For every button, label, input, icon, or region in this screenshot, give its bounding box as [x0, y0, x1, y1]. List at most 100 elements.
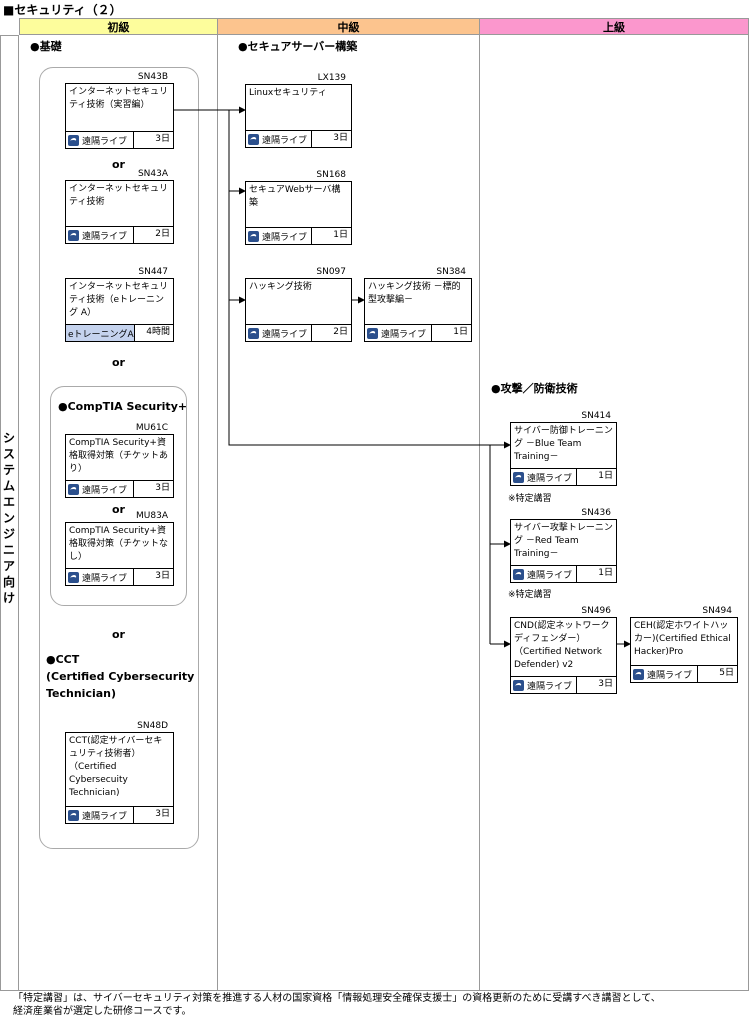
side-label-char: エ — [2, 495, 15, 509]
side-label-char: ス — [2, 447, 15, 461]
course-format: 遠隔ライブ — [647, 670, 693, 681]
course-code: SN414 — [581, 411, 611, 421]
remote-live-icon — [513, 679, 524, 691]
course-format: 遠隔ライブ — [262, 232, 308, 243]
course-duration: 2日 — [333, 327, 348, 337]
course-duration: 3日 — [598, 679, 613, 689]
course-format: 遠隔ライブ — [82, 485, 128, 496]
course-title: サイバー攻撃トレーニング －Red Team Training－ — [514, 523, 613, 559]
course-code: SN43A — [137, 169, 168, 179]
course-card-sn496[interactable]: CND(認定ネットワークディフェンダー）（Certified Network D… — [510, 617, 617, 694]
course-title: インターネットセキュリティ技術 — [69, 184, 169, 207]
basics-group — [39, 67, 199, 849]
course-code: SN168 — [316, 170, 346, 180]
course-format: 遠隔ライブ — [262, 329, 308, 340]
special-course-note: ※特定講習 — [508, 590, 552, 600]
or-label: or — [112, 158, 125, 171]
course-format: 遠隔ライブ — [82, 136, 128, 147]
remote-live-icon — [513, 471, 524, 483]
course-title: CND(認定ネットワークディフェンダー）（Certified Network D… — [514, 621, 610, 670]
course-card-sn097[interactable]: ハッキング技術 遠隔ライブ 2日 — [245, 278, 352, 342]
course-card-sn494[interactable]: CEH(認定ホワイトハッカー)(Certified Ethical Hacker… — [630, 617, 738, 683]
course-title: ハッキング技術 －標的型攻撃編－ — [368, 282, 461, 305]
course-title: ハッキング技術 — [249, 282, 312, 292]
header-basic: 初級 — [19, 18, 218, 35]
remote-live-icon — [248, 327, 259, 339]
course-title: インターネットセキュリティ技術（実習編） — [69, 87, 169, 110]
course-duration: 2日 — [155, 229, 170, 239]
column-divider — [217, 35, 218, 991]
or-label: or — [112, 356, 125, 369]
course-card-sn168[interactable]: セキュアWebサーバ構築 遠隔ライブ 1日 — [245, 181, 352, 245]
side-label: システムエンジニア向け — [1, 430, 17, 606]
footnote: 「特定講習」は、サイバーセキュリティ対策を推進する人材の国家資格「情報処理安全確… — [13, 993, 661, 1017]
course-duration: 1日 — [598, 471, 613, 481]
course-duration: 1日 — [598, 568, 613, 578]
page-title: ■セキュリティ（２） — [3, 3, 122, 17]
grid-bottom-line — [19, 990, 749, 991]
course-code: SN496 — [581, 606, 611, 616]
course-duration: 3日 — [155, 809, 170, 819]
side-label-char: ア — [2, 559, 15, 573]
course-format: eトレーニングA — [66, 325, 135, 341]
course-format: 遠隔ライブ — [262, 135, 308, 146]
side-label-char: ン — [2, 511, 15, 525]
course-format: 遠隔ライブ — [82, 573, 128, 584]
section-attack-defense: ●攻撃／防衛技術 — [491, 382, 578, 395]
course-title: CCT(認定サイバーセキュリティ技術者）（Certified Cybersecu… — [69, 736, 163, 798]
section-kiso: ●基礎 — [30, 40, 62, 53]
course-code: SN097 — [316, 267, 346, 277]
section-secure-server: ●セキュアサーバー構築 — [238, 40, 358, 53]
course-duration: 1日 — [453, 327, 468, 337]
remote-live-icon — [68, 229, 79, 241]
course-card-sn436[interactable]: サイバー攻撃トレーニング －Red Team Training－ 遠隔ライブ 1日 — [510, 519, 617, 583]
course-code: MU61C — [135, 423, 168, 433]
comptia-group — [50, 386, 187, 606]
special-course-note: ※特定講習 — [508, 494, 552, 504]
side-label-char: テ — [2, 463, 15, 477]
header-intermediate: 中級 — [217, 18, 480, 35]
side-label-char: 向 — [2, 575, 15, 589]
course-duration: 3日 — [333, 133, 348, 143]
remote-live-icon — [633, 668, 644, 680]
course-title: セキュアWebサーバ構築 — [249, 185, 341, 208]
or-label: or — [112, 503, 125, 516]
course-format: 遠隔ライブ — [527, 473, 573, 484]
course-card-sn48d[interactable]: CCT(認定サイバーセキュリティ技術者）（Certified Cybersecu… — [65, 732, 174, 824]
side-label-char: ジ — [2, 527, 15, 541]
course-title: インターネットセキュリティ技術（eトレーニング A） — [69, 282, 169, 318]
side-label-char: ニ — [2, 543, 15, 557]
course-code: MU83A — [136, 511, 168, 521]
side-panel — [0, 35, 19, 991]
course-code: LX139 — [317, 73, 346, 83]
column-divider — [479, 35, 480, 991]
course-duration: 3日 — [155, 571, 170, 581]
remote-live-icon — [68, 134, 79, 146]
course-format: 遠隔ライブ — [527, 570, 573, 581]
remote-live-icon — [248, 133, 259, 145]
remote-live-icon — [513, 568, 524, 580]
course-card-sn43a[interactable]: インターネットセキュリティ技術 遠隔ライブ 2日 — [65, 180, 174, 244]
course-duration: 5日 — [719, 668, 734, 678]
course-card-sn384[interactable]: ハッキング技術 －標的型攻撃編－ 遠隔ライブ 1日 — [364, 278, 472, 342]
course-format: 遠隔ライブ — [381, 329, 427, 340]
side-label-char: ム — [2, 479, 15, 493]
course-format: 遠隔ライブ — [527, 681, 573, 692]
side-label-char: シ — [2, 431, 15, 445]
course-code: SN436 — [581, 508, 611, 518]
section-cct: ●CCT (Certified Cybersecurity Technician… — [46, 653, 195, 700]
remote-live-icon — [68, 571, 79, 583]
side-label-char: け — [2, 591, 15, 605]
course-duration: 1日 — [333, 230, 348, 240]
course-code: SN494 — [702, 606, 732, 616]
course-format: 遠隔ライブ — [82, 231, 128, 242]
course-format: 遠隔ライブ — [82, 811, 128, 822]
course-code: SN384 — [436, 267, 466, 277]
